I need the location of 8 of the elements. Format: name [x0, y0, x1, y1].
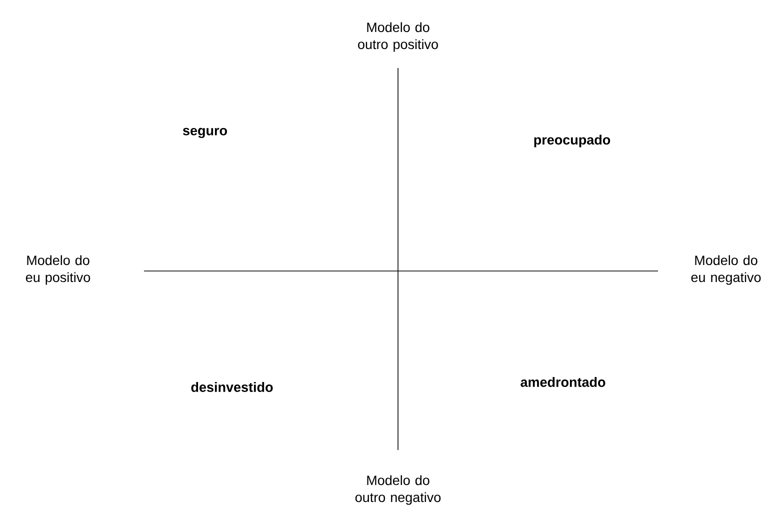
axis-label: Modelo do outro negativo: [355, 475, 441, 505]
axis-label: Modelo do eu negativo: [691, 255, 761, 285]
quadrant-label: seguro: [182, 128, 227, 138]
quadrant-label: desinvestido: [191, 382, 273, 392]
quadrant-label: amedrontado: [520, 377, 606, 387]
axis-label: Modelo do outro positivo: [358, 22, 438, 52]
axis-label: Modelo do eu positivo: [26, 255, 90, 285]
quadrant-label: preocupado: [534, 134, 610, 148]
